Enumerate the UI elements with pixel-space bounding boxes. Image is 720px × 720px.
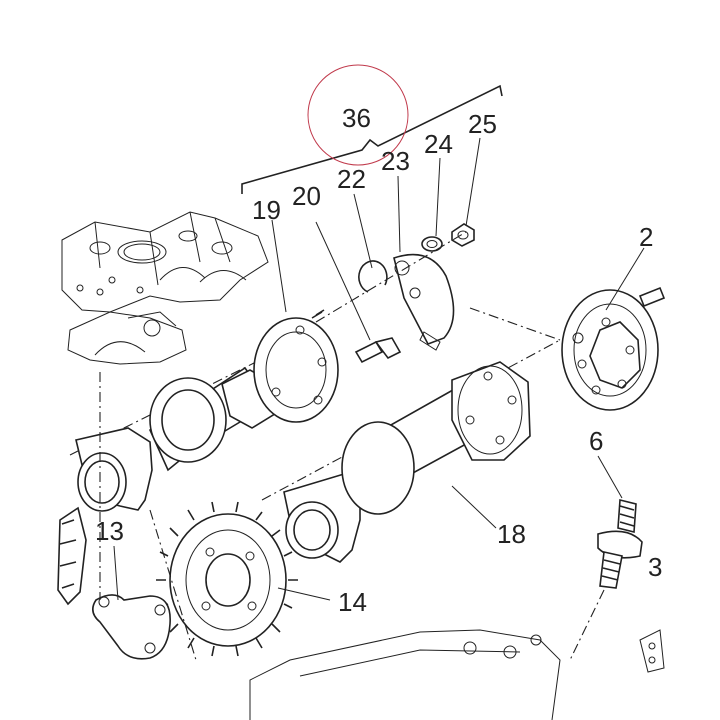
- highlight-circle: [307, 64, 409, 166]
- leader-lines: [113, 137, 645, 601]
- callout-24: 24: [424, 129, 453, 159]
- callout-23: 23: [381, 146, 410, 176]
- callout-2: 2: [639, 222, 653, 252]
- centrifugal-parts: [315, 223, 475, 364]
- assembly-bracket: [241, 84, 503, 194]
- cylinder-head-drawing: [61, 211, 269, 365]
- camshaft-lower: [261, 339, 561, 563]
- callout-22: 22: [337, 164, 366, 194]
- stud-bolt: [597, 498, 643, 589]
- sprocket-hub: [469, 286, 666, 411]
- callout-18: 18: [497, 519, 526, 549]
- camshaft-upper: [69, 309, 339, 512]
- callout-14: 14: [338, 587, 367, 617]
- callout-6: 6: [589, 426, 603, 456]
- gasket-plate: [92, 594, 171, 660]
- callout-20: 20: [292, 181, 321, 211]
- engine-case-drawing: [99, 372, 665, 720]
- callout-19: 19: [252, 195, 281, 225]
- callout-13: 13: [95, 516, 124, 546]
- timing-gear: [57, 501, 298, 657]
- callout-25: 25: [468, 109, 497, 139]
- callout-36: 36: [342, 103, 371, 133]
- callout-3: 3: [648, 552, 662, 582]
